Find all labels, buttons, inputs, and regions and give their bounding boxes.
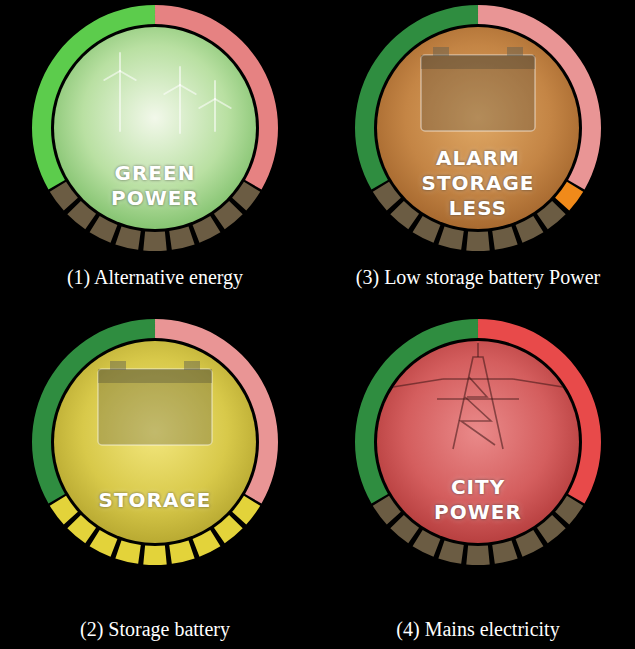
- level-segment: [193, 530, 221, 557]
- level-segment: [169, 540, 194, 563]
- level-segment: [413, 216, 441, 243]
- wind-turbines: [104, 53, 230, 133]
- turbine-tower: [179, 85, 181, 133]
- turbine-blade: [214, 81, 216, 99]
- gauge-caption: (4) Mains electricity: [396, 617, 559, 641]
- turbine-blade: [215, 99, 231, 108]
- status-label: GREEN POWER: [111, 161, 199, 211]
- level-segment: [169, 226, 194, 249]
- center-disk: [54, 27, 256, 229]
- battery-terminal: [184, 361, 200, 370]
- pylon-arm: [437, 398, 519, 400]
- level-segment: [516, 530, 544, 557]
- gauge-shape: [353, 317, 603, 567]
- level-segment: [492, 540, 517, 563]
- level-segment: [516, 216, 544, 243]
- power-line: [393, 379, 443, 387]
- pylon-top: [477, 343, 479, 357]
- level-segment: [90, 216, 118, 243]
- level-segment: [438, 540, 463, 563]
- pylon-legs: [453, 357, 503, 449]
- gauge-shape: [30, 317, 280, 567]
- gauge-caption: (3) Low storage battery Power: [356, 265, 600, 289]
- turbine-blade: [199, 99, 215, 108]
- level-segment: [438, 226, 463, 249]
- turbine-tower: [214, 99, 216, 131]
- gauge-caption: (2) Storage battery: [80, 617, 230, 641]
- center-disk: [54, 341, 256, 543]
- battery-picture: [421, 47, 535, 131]
- battery-terminal: [433, 47, 449, 56]
- battery-lid: [421, 55, 535, 69]
- battery-terminal: [110, 361, 126, 370]
- pylon-picture: [393, 343, 563, 449]
- level-segment: [115, 226, 140, 249]
- level-segment: [115, 540, 140, 563]
- status-label: STORAGE: [98, 488, 211, 513]
- turbine-tower: [119, 71, 121, 131]
- gauge-shape: [30, 3, 280, 253]
- pylon-arm: [443, 378, 513, 380]
- power-line: [513, 379, 563, 387]
- gauge-caption: (1) Alternative energy: [67, 265, 243, 289]
- turbine-blade: [179, 67, 181, 85]
- gauge-circle: CITY POWER(4) Mains electricity: [353, 317, 603, 567]
- level-segment: [90, 530, 118, 557]
- level-segment: [492, 226, 517, 249]
- level-segment: [193, 216, 221, 243]
- gauge-circle: GREEN POWER(1) Alternative energy: [30, 3, 280, 253]
- level-segment: [143, 232, 166, 251]
- battery-body: [98, 369, 212, 445]
- turbine-blade: [164, 85, 180, 94]
- level-segment: [466, 232, 489, 251]
- level-segment: [413, 530, 441, 557]
- turbine-blade: [180, 85, 196, 94]
- battery-terminal: [507, 47, 523, 56]
- battery-lid: [98, 369, 212, 383]
- level-segment: [143, 546, 166, 565]
- turbine-blade: [104, 71, 120, 80]
- turbine-blade: [120, 71, 136, 80]
- gauge-circle: ALARM STORAGE LESS(3) Low storage batter…: [353, 3, 603, 253]
- center-disk: [377, 27, 579, 229]
- gauge-circle: STORAGE(2) Storage battery: [30, 317, 280, 567]
- turbine-blade: [119, 53, 121, 71]
- center-disk: [377, 341, 579, 543]
- pylon-bracing: [467, 377, 487, 397]
- status-label: ALARM STORAGE LESS: [421, 146, 534, 221]
- battery-picture: [98, 361, 212, 445]
- level-segment: [466, 546, 489, 565]
- battery-body: [421, 55, 535, 131]
- pylon-bracing: [461, 397, 495, 445]
- status-label: CITY POWER: [434, 475, 522, 525]
